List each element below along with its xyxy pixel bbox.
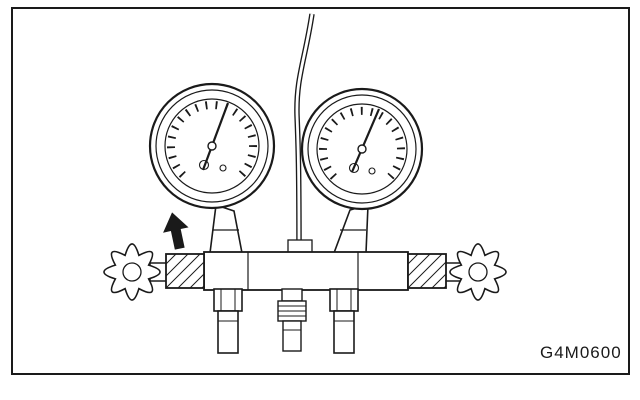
right-hand-valve-knob	[449, 243, 507, 301]
manifold-bar	[203, 251, 409, 291]
right-port-fitting	[329, 288, 359, 354]
manifold-body	[149, 251, 463, 291]
right-pressure-gauge	[300, 87, 424, 211]
indicator-arrow	[163, 212, 189, 250]
right-gauge-stem	[332, 203, 369, 254]
center-service-hose	[294, 13, 315, 251]
left-port-fitting	[213, 288, 243, 354]
left-hand-valve-knob	[103, 243, 161, 301]
left-gauge-stem	[209, 203, 243, 254]
figure-label: G4M0600	[540, 343, 622, 362]
right-gauge-hub	[357, 144, 367, 154]
left-gauge-needle	[201, 102, 230, 171]
figure-border	[11, 7, 630, 375]
right-gauge-tick-marks	[319, 106, 405, 180]
center-port-fitting	[277, 288, 307, 352]
right-hatched-fitting	[407, 253, 447, 289]
left-hatched-fitting	[165, 253, 205, 289]
left-gauge-hub	[207, 141, 217, 151]
right-gauge-needle	[350, 108, 381, 173]
left-pressure-gauge	[148, 82, 276, 210]
